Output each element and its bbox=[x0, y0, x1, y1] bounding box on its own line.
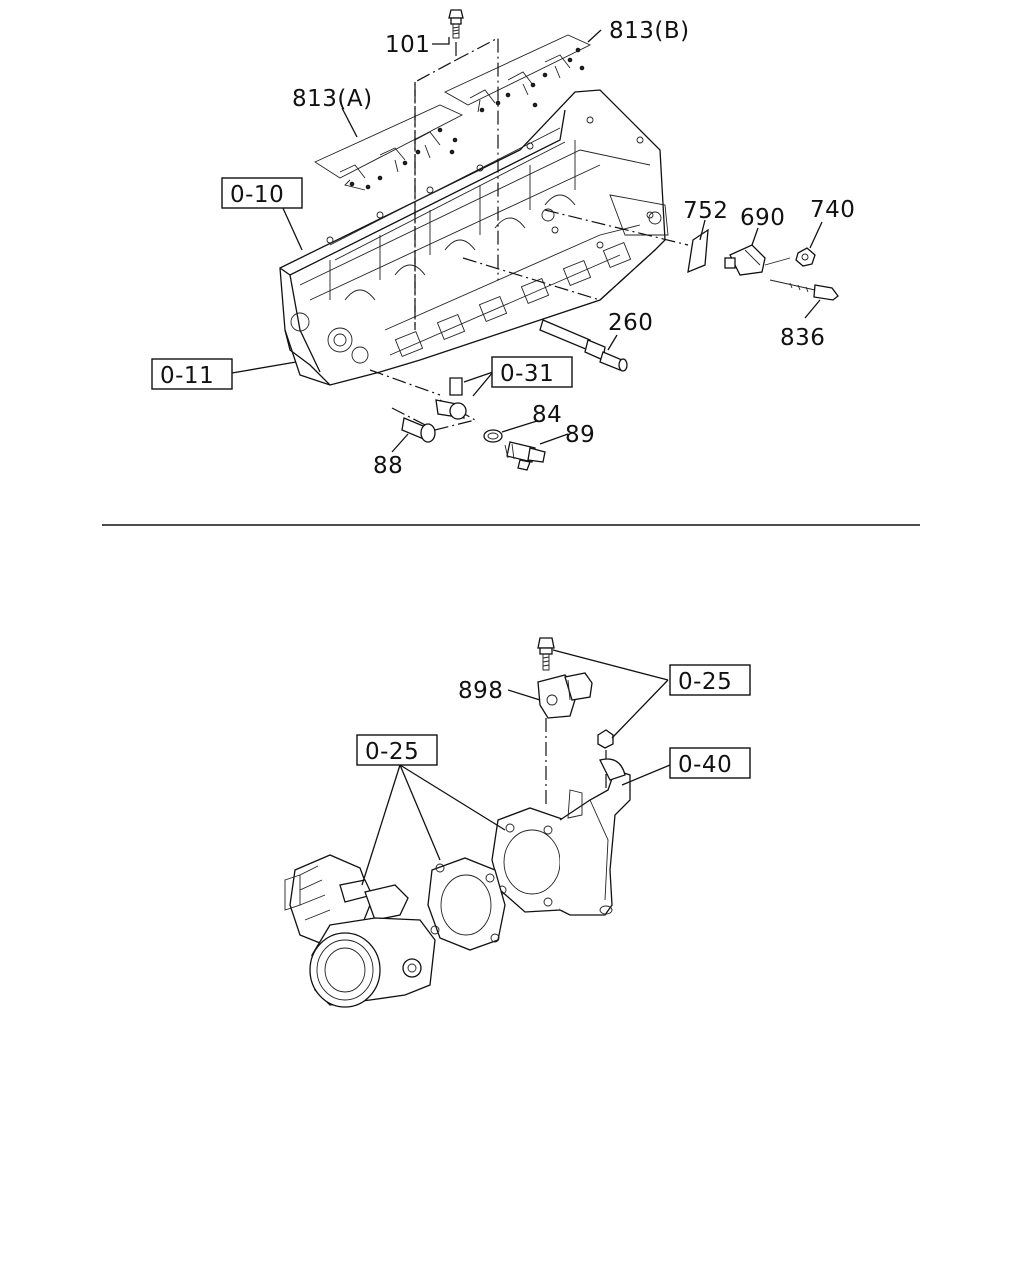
ref-box-0-11 bbox=[151, 358, 233, 390]
sensor-89 bbox=[504, 441, 546, 471]
ref-box-0-31 bbox=[491, 356, 573, 388]
callout-ref-0-31: 0-31 bbox=[500, 361, 554, 387]
bolt-top bbox=[537, 637, 555, 671]
callout-813a: 813(A) bbox=[292, 86, 373, 112]
sensor-260 bbox=[539, 319, 628, 372]
plug-88 bbox=[401, 417, 436, 443]
lower-dashed-leaders bbox=[545, 718, 607, 805]
bolt-101 bbox=[448, 9, 464, 39]
sensor-690 bbox=[724, 244, 766, 276]
callout-752: 752 bbox=[683, 198, 728, 224]
ref-box-0-25-top bbox=[669, 664, 751, 696]
callout-88: 88 bbox=[373, 453, 403, 479]
gasket-813b bbox=[444, 34, 592, 113]
throttle-body bbox=[284, 854, 436, 1008]
ref-box-0-40 bbox=[669, 747, 751, 779]
throttle-gasket bbox=[427, 857, 506, 951]
fitting-0-31 bbox=[435, 377, 467, 420]
callout-101: 101 bbox=[385, 32, 430, 58]
callout-690: 690 bbox=[740, 205, 785, 231]
washer-84 bbox=[483, 429, 503, 443]
lower-leader-lines bbox=[361, 649, 671, 886]
sensor-898 bbox=[537, 672, 593, 719]
callout-813b: 813(B) bbox=[609, 18, 690, 44]
callout-ref-0-25-top: 0-25 bbox=[678, 669, 732, 695]
ref-box-0-25-left bbox=[356, 734, 438, 766]
callout-740: 740 bbox=[810, 197, 855, 223]
nut-740 bbox=[795, 247, 816, 267]
upper-leader-lines bbox=[231, 29, 823, 453]
gasket-752 bbox=[687, 228, 709, 274]
callout-898: 898 bbox=[458, 678, 503, 704]
gasket-813a bbox=[314, 104, 464, 191]
callout-ref-0-11: 0-11 bbox=[160, 363, 214, 389]
cylinder-head-assembly bbox=[279, 89, 669, 386]
lower-callouts: 898 0-25 0-40 0-25 bbox=[356, 664, 751, 779]
callout-260: 260 bbox=[608, 310, 653, 336]
ref-box-0-10 bbox=[221, 177, 303, 209]
upper-callouts: 101 813(B) 813(A) 0-10 752 690 740 260 8… bbox=[151, 18, 855, 479]
callout-89: 89 bbox=[565, 422, 595, 448]
bolt-836 bbox=[769, 279, 839, 301]
inlet-pipe bbox=[491, 758, 631, 916]
callout-ref-0-25-left: 0-25 bbox=[365, 739, 419, 765]
callout-836: 836 bbox=[780, 325, 825, 351]
callout-ref-0-10: 0-10 bbox=[230, 182, 284, 208]
callout-ref-0-40: 0-40 bbox=[678, 752, 732, 778]
callout-84: 84 bbox=[532, 402, 562, 428]
nut-stud bbox=[597, 729, 614, 749]
